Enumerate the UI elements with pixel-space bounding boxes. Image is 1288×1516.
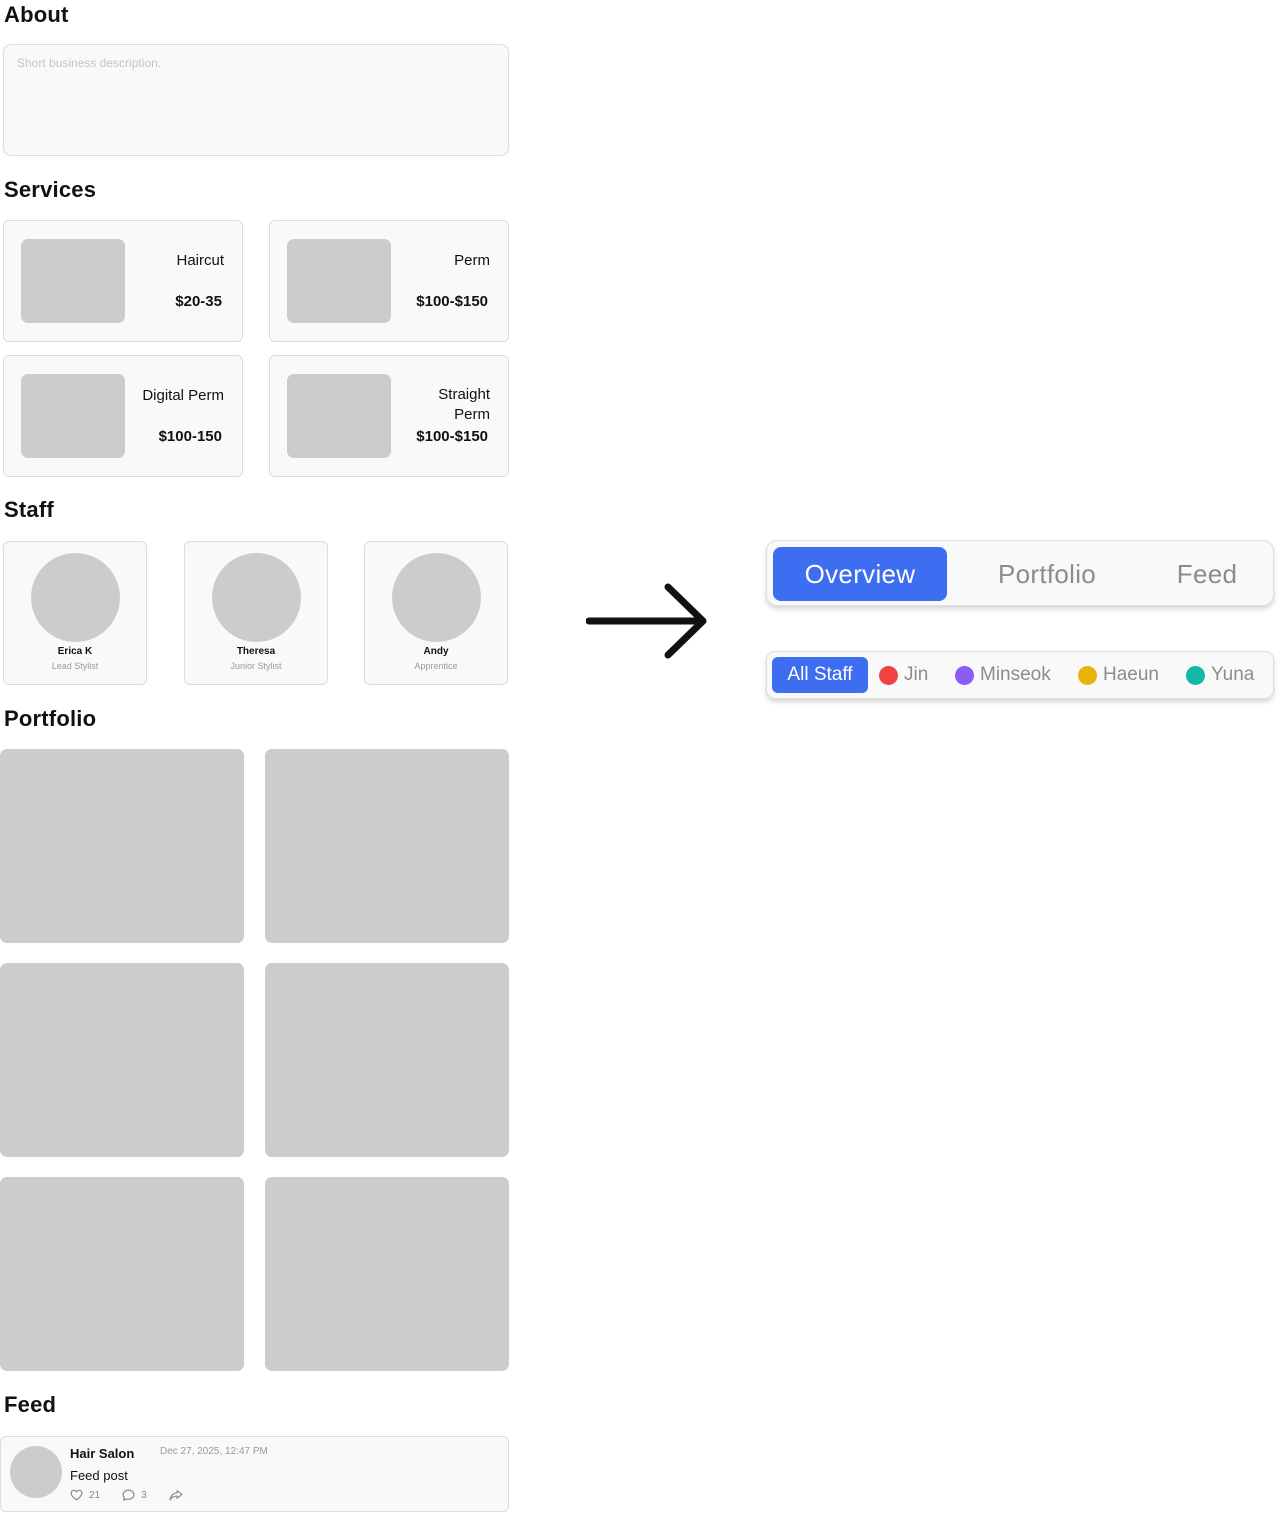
portfolio-image[interactable] [0, 749, 244, 943]
filter-label: Jin [904, 664, 929, 685]
comment-icon [122, 1489, 135, 1501]
service-card-straight-perm[interactable]: Straight Perm $100-$150 [269, 355, 509, 477]
filter-staff-haeun[interactable]: Haeun [1078, 657, 1159, 693]
staff-card[interactable]: Andy Apprentice [364, 541, 508, 685]
service-name: Perm [454, 252, 490, 269]
filter-all-staff[interactable]: All Staff [772, 657, 868, 693]
portfolio-heading: Portfolio [4, 706, 97, 731]
service-card-perm[interactable]: Perm $100-$150 [269, 220, 509, 342]
service-name: Straight Perm [438, 386, 490, 423]
service-price: $20-35 [175, 293, 222, 310]
portfolio-image[interactable] [0, 1177, 244, 1371]
staff-heading: Staff [4, 497, 54, 522]
arrow-right-icon [585, 582, 710, 665]
portfolio-image[interactable] [265, 963, 509, 1157]
staff-color-dot [955, 665, 974, 685]
feed-post[interactable]: Hair Salon Dec 27, 2025, 12:47 PM Feed p… [0, 1436, 509, 1512]
service-name: Haircut [176, 252, 224, 269]
tab-feed[interactable]: Feed [1176, 558, 1238, 589]
filter-staff-minseok[interactable]: Minseok [955, 657, 1051, 693]
share-button[interactable] [169, 1489, 183, 1501]
avatar [392, 553, 481, 642]
portfolio-image[interactable] [265, 1177, 509, 1371]
heart-icon [70, 1489, 83, 1501]
staff-color-dot [879, 665, 898, 685]
service-image-placeholder [287, 374, 391, 458]
like-count: 21 [89, 1489, 101, 1501]
about-field-container [3, 44, 509, 156]
avatar [31, 553, 120, 642]
staff-name: Erica K [57, 646, 93, 657]
like-button[interactable]: 21 [70, 1489, 100, 1501]
staff-name: Theresa [236, 646, 276, 657]
post-text: Feed post [70, 1468, 128, 1483]
profile-tab-bar: Overview Portfolio Feed [766, 540, 1274, 606]
comment-count: 3 [141, 1489, 147, 1501]
filter-staff-yuna[interactable]: Yuna [1186, 657, 1254, 693]
staff-card[interactable]: Theresa Junior Stylist [184, 541, 328, 685]
avatar [10, 1446, 62, 1498]
service-card-haircut[interactable]: Haircut $20-35 [3, 220, 243, 342]
staff-color-dot [1186, 665, 1205, 685]
post-timestamp: Dec 27, 2025, 12:47 PM [160, 1446, 268, 1457]
filter-label: Haeun [1103, 664, 1159, 685]
about-description-input[interactable] [17, 56, 495, 144]
service-price: $100-150 [158, 428, 222, 445]
share-icon [169, 1489, 183, 1501]
staff-filter-bar: All Staff Jin Minseok Haeun Yuna [766, 651, 1274, 699]
filter-label: Yuna [1211, 664, 1255, 685]
service-image-placeholder [287, 239, 391, 323]
comment-button[interactable]: 3 [122, 1489, 147, 1501]
portfolio-image[interactable] [265, 749, 509, 943]
staff-role: Lead Stylist [51, 661, 99, 671]
post-actions: 21 3 [70, 1489, 183, 1501]
portfolio-image[interactable] [0, 963, 244, 1157]
avatar [212, 553, 301, 642]
staff-role: Junior Stylist [230, 661, 282, 671]
filter-label: Minseok [980, 664, 1051, 685]
staff-role: Apprentice [414, 661, 458, 671]
service-price: $100-$150 [416, 428, 488, 445]
service-name: Digital Perm [142, 387, 224, 404]
tab-portfolio[interactable]: Portfolio [997, 558, 1097, 589]
staff-card[interactable]: Erica K Lead Stylist [3, 541, 147, 685]
tab-overview[interactable]: Overview [773, 547, 947, 601]
service-price: $100-$150 [416, 293, 488, 310]
service-card-digital-perm[interactable]: Digital Perm $100-150 [3, 355, 243, 477]
filter-staff-jin[interactable]: Jin [879, 657, 928, 693]
about-heading: About [4, 2, 69, 27]
staff-name: Andy [423, 646, 449, 657]
service-image-placeholder [21, 239, 125, 323]
post-author: Hair Salon [70, 1446, 135, 1461]
staff-color-dot [1078, 665, 1097, 685]
feed-heading: Feed [4, 1392, 57, 1417]
services-heading: Services [4, 177, 97, 202]
service-image-placeholder [21, 374, 125, 458]
